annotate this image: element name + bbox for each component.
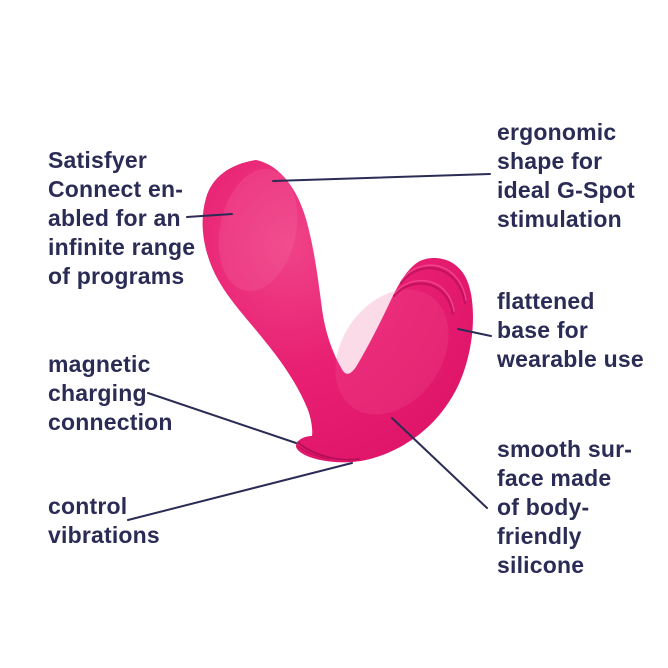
base-ridge-2-highlight [394, 279, 455, 312]
satisfyer-connect-callout-line [186, 213, 233, 218]
flattened-base-callout-line [457, 328, 492, 337]
label-smooth-surface: smooth sur- face made of body- friendly … [497, 436, 633, 578]
base-ridge-1-highlight [401, 264, 467, 301]
label-ergonomic-shape: ergonomic shape for ideal G-Spot stimula… [497, 119, 635, 232]
base-ridge-2 [392, 282, 455, 316]
base-highlight [335, 289, 449, 415]
label-satisfyer-connect: Satisfyer Connect en- abled for an infin… [48, 147, 196, 289]
label-control-vibrations: control vibrations [48, 493, 160, 548]
product-body-shape [202, 160, 473, 463]
magnetic-charging-callout-line [147, 392, 297, 444]
lip-ridge-2 [298, 446, 331, 460]
annotation-lines [127, 173, 492, 521]
arm-highlight [218, 168, 298, 292]
ergonomic-callout-line [272, 173, 491, 182]
product-illustration [202, 160, 473, 463]
base-ridge-1 [399, 267, 467, 305]
lip-ridge-1 [297, 441, 360, 461]
label-flattened-base: flattened base for wearable use [497, 288, 644, 372]
label-magnetic-charging: magnetic charging connection [48, 351, 173, 435]
control-vibrations-callout-line [127, 462, 353, 521]
smooth-surface-callout-line [391, 417, 488, 509]
